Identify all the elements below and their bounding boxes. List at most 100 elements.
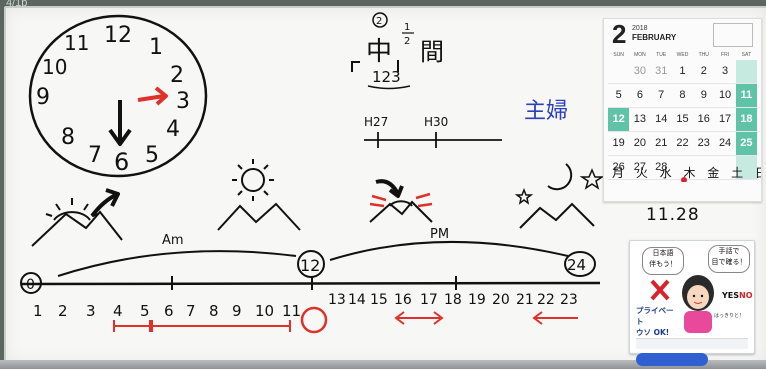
clock: 12 1 2 3 4 5 6 7 8 9 10 11 bbox=[28, 14, 208, 178]
calendar-day: 27 bbox=[629, 156, 651, 180]
calendar-day: 23 bbox=[693, 132, 715, 156]
pm-label: PM bbox=[430, 227, 449, 242]
hour-11: 11 bbox=[282, 302, 301, 320]
hour-7: 7 bbox=[186, 302, 196, 320]
poster-card: 日本語 伴もう！ 手話で 目で確る！ YESNO プライベート ウソ OK! は… bbox=[629, 240, 755, 354]
calendar-header: 2 2018 FEBRUARY bbox=[610, 19, 755, 49]
calendar-day: 18 bbox=[735, 108, 757, 132]
timeline-end: 24 bbox=[567, 256, 586, 274]
date-note: 11.28 bbox=[646, 205, 700, 225]
night-scene bbox=[514, 163, 605, 229]
calendar-day: 26 bbox=[608, 156, 630, 180]
clock-num-12: 12 bbox=[104, 23, 132, 48]
kanji-naka: 中 bbox=[366, 37, 392, 67]
corner-label: 4/1b bbox=[6, 0, 28, 9]
clock-num-10: 10 bbox=[42, 55, 67, 79]
hour-18: 18 bbox=[444, 292, 462, 308]
calendar-day bbox=[714, 156, 736, 180]
calendar-day: 30 bbox=[629, 60, 651, 84]
clock-num-8: 8 bbox=[61, 125, 75, 150]
bubble-right-line2: 目で確る！ bbox=[711, 258, 747, 266]
hour-14: 14 bbox=[348, 292, 366, 308]
hour-15: 15 bbox=[370, 292, 388, 308]
noon-scene bbox=[217, 159, 301, 231]
clock-num-4: 4 bbox=[166, 117, 180, 142]
calendar-month-name: FEBRUARY bbox=[632, 33, 677, 42]
calendar-dow: SAT bbox=[741, 52, 752, 58]
clock-minute-hand bbox=[137, 94, 165, 102]
bubble-left-line1: 日本語 bbox=[652, 249, 674, 257]
hour-20: 20 bbox=[492, 292, 510, 308]
calendar-day bbox=[735, 156, 757, 180]
clock-num-11: 11 bbox=[64, 31, 89, 55]
clock-num-3: 3 bbox=[176, 89, 190, 114]
pm-arc bbox=[329, 241, 569, 261]
am-arc bbox=[57, 250, 297, 277]
yes-no-label: YESNO bbox=[722, 291, 753, 300]
hour-16: 16 bbox=[394, 292, 412, 308]
calendar-dow: SUN bbox=[613, 52, 624, 58]
clock-num-7: 7 bbox=[88, 143, 102, 168]
clock-num-5: 5 bbox=[145, 143, 159, 168]
poster-illustration bbox=[650, 275, 714, 333]
card-bottom-right: はっきりと！ bbox=[714, 313, 745, 319]
calendar-day: 6 bbox=[629, 84, 651, 108]
hour-8: 8 bbox=[209, 302, 219, 320]
calendar-day: 11 bbox=[735, 84, 757, 108]
calendar-dow: TUE bbox=[656, 52, 667, 58]
calendar-dow: WED bbox=[676, 52, 689, 58]
card-bottom-left-line2: ウソ OK! bbox=[636, 328, 670, 337]
timeline-start: 0 bbox=[26, 277, 35, 293]
calendar-day: 14 bbox=[650, 108, 672, 132]
hour-19: 19 bbox=[468, 292, 486, 308]
card-bottom-left: プライベート ウソ OK! bbox=[636, 305, 680, 338]
calendar-day: 3 bbox=[714, 60, 736, 84]
calendar-day: 17 bbox=[714, 108, 736, 132]
calendar-day: 10 bbox=[714, 84, 736, 108]
clock-num-2: 2 bbox=[170, 63, 184, 88]
hour-4: 4 bbox=[113, 302, 123, 320]
speech-bubble-right: 手話で 目で確る！ bbox=[708, 245, 750, 273]
hour-9: 9 bbox=[232, 302, 242, 320]
hour-6: 6 bbox=[164, 302, 174, 320]
hour-5: 5 bbox=[140, 302, 150, 320]
am-label: Am bbox=[162, 233, 184, 248]
wall-calendar: 2 2018 FEBRUARY SUN MON TUE WED THU FRI … bbox=[603, 18, 762, 202]
calendar-day: 1 bbox=[671, 60, 694, 84]
calendar-dow: FRI bbox=[721, 52, 730, 58]
era-line: H27 H30 bbox=[364, 115, 502, 148]
calendar-grid: SUN MON TUE WED THU FRI SAT 30 31 1 2 3 … bbox=[608, 52, 757, 180]
hour-22: 22 bbox=[537, 292, 555, 308]
calendar-day: 24 bbox=[714, 132, 736, 156]
calendar-day: 31 bbox=[650, 60, 672, 84]
red-intervals bbox=[113, 306, 578, 334]
calendar-dow: THU bbox=[698, 52, 709, 58]
calendar-day: 21 bbox=[650, 132, 672, 156]
hour-1: 1 bbox=[33, 302, 43, 320]
calendar-dow: MON bbox=[634, 52, 646, 58]
kanji-digits: 123 bbox=[372, 68, 401, 86]
calendar-day: 2 bbox=[693, 60, 715, 84]
hour-17: 17 bbox=[420, 292, 438, 308]
sunset-scene bbox=[369, 179, 433, 223]
calendar-day: 5 bbox=[608, 84, 630, 108]
calendar-day: 19 bbox=[608, 132, 630, 156]
calendar-day: 9 bbox=[693, 84, 715, 108]
clock-num-1: 1 bbox=[149, 35, 163, 60]
hour-13: 13 bbox=[328, 292, 346, 308]
card-bottom-left-line1: プライベート bbox=[636, 306, 674, 326]
hour-23: 23 bbox=[560, 292, 578, 308]
calendar-year: 2018 bbox=[632, 25, 648, 32]
calendar-day: 25 bbox=[735, 132, 757, 156]
bubble-left-line2: 伴もう！ bbox=[649, 260, 677, 268]
bubble-right-line1: 手話で bbox=[718, 247, 740, 255]
blue-marker[interactable] bbox=[636, 353, 708, 366]
calendar-day: 16 bbox=[693, 108, 715, 132]
sunrise-scene bbox=[31, 188, 123, 247]
kanji-aida: 間 bbox=[420, 38, 444, 66]
circle-number: 2 bbox=[376, 16, 382, 27]
calendar-day bbox=[693, 156, 715, 180]
calendar-day bbox=[608, 60, 630, 84]
clock-num-6: 6 bbox=[114, 148, 129, 176]
